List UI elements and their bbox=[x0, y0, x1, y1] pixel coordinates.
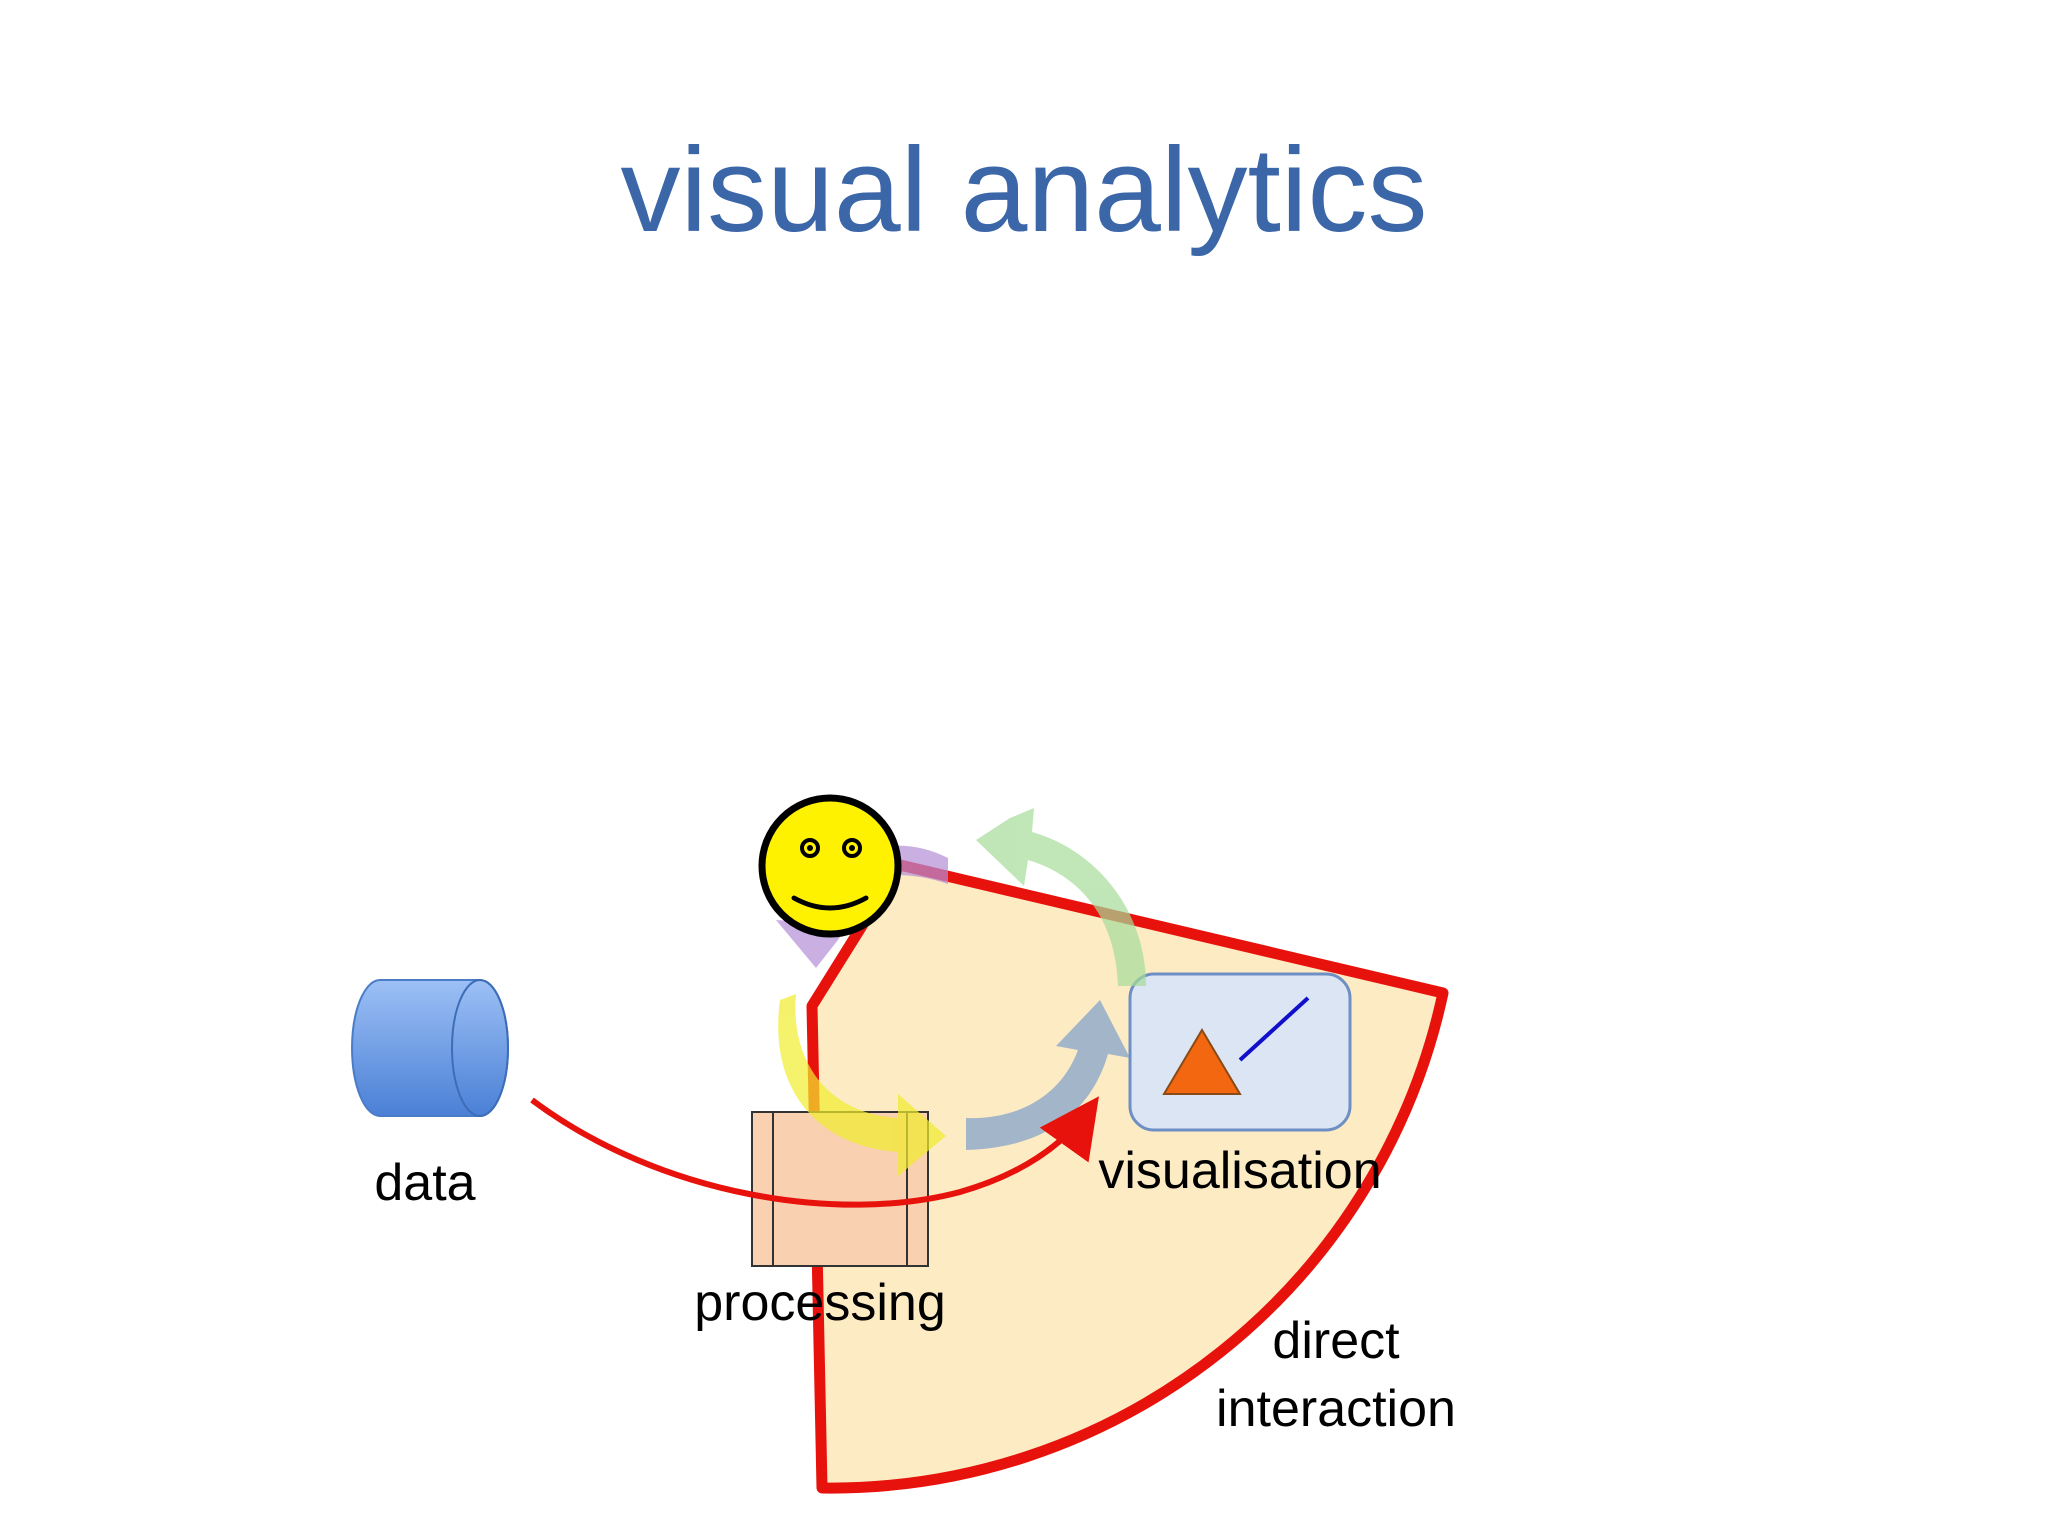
green-arrow-icon bbox=[976, 808, 1146, 986]
label-processing: processing bbox=[694, 1274, 945, 1332]
label-data: data bbox=[374, 1154, 475, 1212]
slide-title: visual analytics bbox=[620, 123, 1428, 257]
triangle-icon bbox=[1162, 1028, 1242, 1095]
data-cylinder-icon bbox=[351, 979, 509, 1117]
cycle-arrows bbox=[776, 808, 1146, 1176]
data-flow-arrow bbox=[530, 1096, 1099, 1208]
purple-arrow-icon bbox=[776, 845, 948, 968]
label-visualisation: visualisation bbox=[1098, 1142, 1381, 1200]
smiley-face-icon bbox=[758, 794, 902, 938]
blue-arrow-icon bbox=[966, 1000, 1130, 1150]
line-icon bbox=[1238, 996, 1310, 1062]
label-direct: direct bbox=[1272, 1312, 1400, 1370]
visualisation-box-icon bbox=[1128, 972, 1352, 1132]
yellow-arrow-icon bbox=[778, 994, 946, 1176]
label-interaction: interaction bbox=[1216, 1380, 1456, 1438]
